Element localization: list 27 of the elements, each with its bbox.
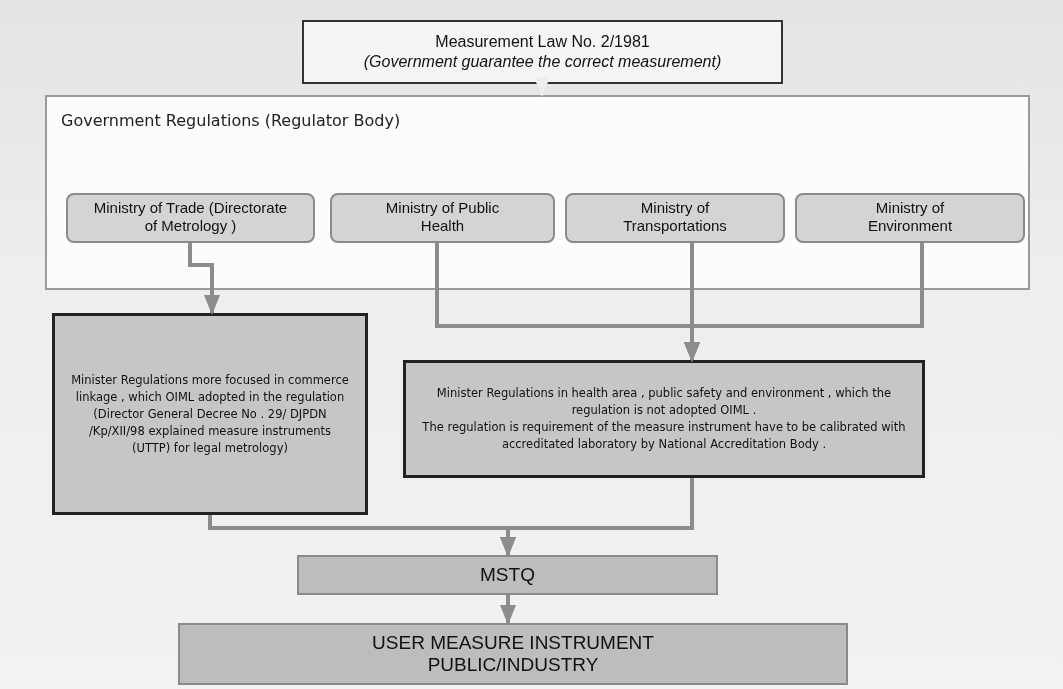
node-text: Ministry of Transportations [622,199,728,235]
group-heading: Government Regulations (Regulator Body) [61,111,401,130]
process-box [178,623,848,685]
ministry-box [330,193,555,243]
regulation-box [403,360,925,478]
ministry-box [66,193,315,243]
regulation-box [52,313,368,515]
node-text: Minister Regulations in health area , public safety and environment , which the regulation is not adopted OIML . [435,385,893,419]
law-box [302,20,783,84]
group-container [45,95,1030,290]
node-text: The regulation is requirement of the measure instrument have to be calibrated with accreditated laboratory by National Accreditation Body . [421,419,907,453]
ministry-box [565,193,785,243]
node-text: Ministry of Environment [866,199,954,235]
arrow [684,243,924,362]
process-box [297,555,718,595]
node-text: Ministry of Trade (Directorate of Metrology ) [92,199,289,235]
ministry-box [795,193,1025,243]
node-text: Measurement Law No. 2/1981 [435,32,650,52]
node-text: Ministry of Public Health [384,199,501,235]
node-text: Minister Regulations more focused in commerce linkage , which OIML adopted in the regulation [70,371,350,406]
node-text: USER MEASURE INSTRUMENT PUBLIC/INDUSTRY [371,632,655,676]
arrow [500,595,516,625]
arrow [188,243,220,315]
node-text: (Government guarantee the correct measurement) [363,52,722,72]
node-text: (Director General Decree No . 29/ DJPDN /Kp/XII/98 explained measure instruments (UTTP) for legal metrology) [88,405,332,457]
node-text: MSTQ [479,564,536,586]
arrow [534,77,550,97]
